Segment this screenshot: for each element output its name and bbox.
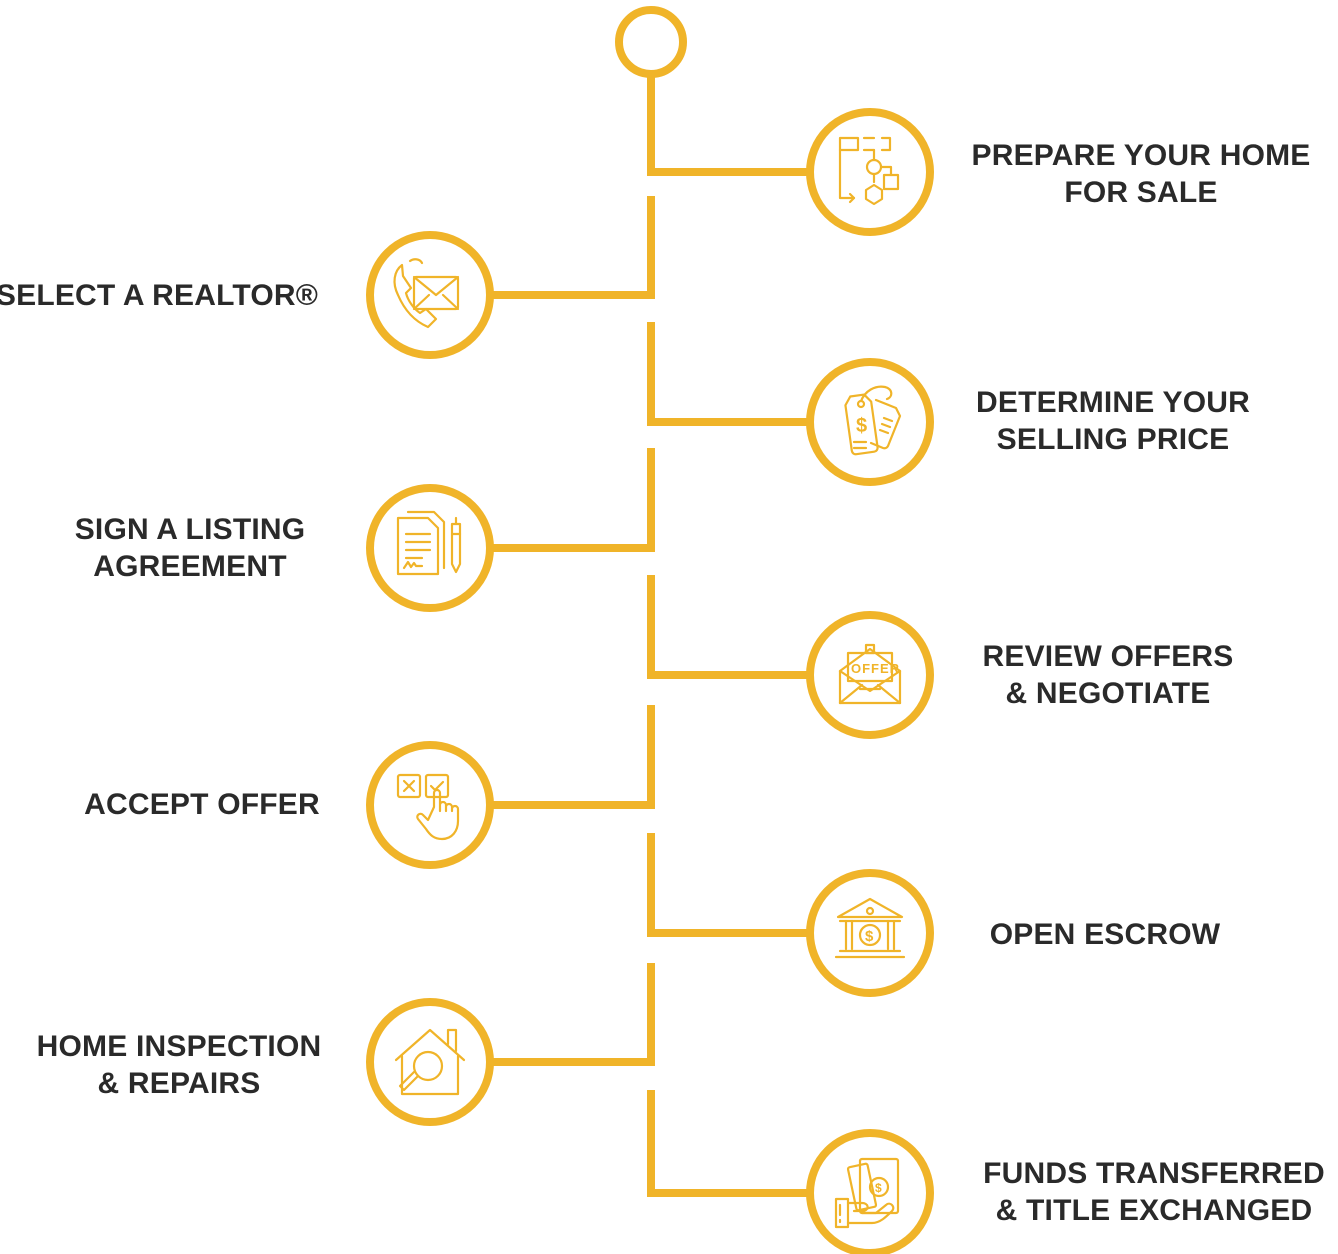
timeline-connector: [490, 705, 655, 809]
step-label-line: PREPARE YOUR HOME: [971, 139, 1311, 172]
step-circle: [806, 1129, 934, 1254]
timeline-connector: [490, 448, 655, 552]
price-tag-icon: $: [844, 385, 902, 456]
step-label-line: & REPAIRS: [97, 1067, 261, 1100]
step-label: ACCEPT OFFER: [84, 786, 320, 823]
phone-mail-icon: [393, 258, 460, 329]
step-label-line: SIGN A LISTING: [74, 513, 306, 546]
step-label-line: REVIEW OFFERS: [982, 640, 1234, 673]
svg-text:$: $: [865, 928, 874, 945]
timeline-connector: [647, 575, 810, 679]
step-label-line: HOME INSPECTION: [36, 1030, 322, 1063]
flowchart-icon: [838, 136, 900, 206]
step-label-line: SELLING PRICE: [996, 423, 1230, 456]
svg-text:OFFER: OFFER: [851, 661, 900, 676]
offer-envelope-icon: OFFER: [838, 643, 902, 705]
timeline-connector: [490, 963, 655, 1066]
timeline-connector: [647, 70, 810, 176]
step-circle: [366, 484, 494, 612]
step-label: SIGN A LISTING AGREEMENT: [75, 511, 306, 585]
bank-icon: $: [834, 897, 906, 959]
step-circle: [366, 998, 494, 1126]
checkbox-choice-icon: [396, 773, 460, 841]
step-circle: [806, 358, 934, 486]
step-label: FUNDS TRANSFERRED & TITLE EXCHANGED: [983, 1155, 1325, 1229]
svg-text:$: $: [856, 415, 867, 437]
timeline-connectors: [490, 70, 810, 1197]
step-label: HOME INSPECTION & REPAIRS: [37, 1028, 322, 1102]
timeline-connector: [647, 833, 810, 937]
step-circle: [806, 611, 934, 739]
step-label-line: & NEGOTIATE: [1005, 677, 1211, 710]
step-label: OPEN ESCROW: [990, 916, 1221, 953]
step-label-line: DETERMINE YOUR: [976, 386, 1250, 419]
step-label-line: AGREEMENT: [93, 550, 287, 583]
timeline-connector: [647, 322, 810, 426]
timeline-connector: [490, 196, 655, 299]
step-label-line: FOR SALE: [1064, 176, 1218, 209]
step-label-line: FUNDS TRANSFERRED: [983, 1157, 1325, 1190]
step-label: REVIEW OFFERS & NEGOTIATE: [983, 638, 1234, 712]
step-label-line: & TITLE EXCHANGED: [995, 1194, 1313, 1227]
step-label: SELECT A REALTOR®: [0, 277, 318, 314]
timeline-start-circle: [615, 6, 687, 78]
step-label-line: SELECT A REALTOR®: [0, 279, 319, 312]
step-label-line: ACCEPT OFFER: [84, 788, 320, 821]
step-circles: $ OFFER: [366, 108, 934, 1254]
document-signing-icon: [396, 510, 462, 576]
step-label: DETERMINE YOUR SELLING PRICE: [976, 384, 1250, 458]
step-label-line: OPEN ESCROW: [989, 918, 1221, 951]
svg-text:$: $: [875, 1181, 882, 1195]
timeline-connector: [647, 1090, 810, 1197]
step-circle: [806, 869, 934, 997]
step-label: PREPARE YOUR HOME FOR SALE: [971, 137, 1310, 211]
step-circle: [366, 741, 494, 869]
money-hand-icon: $: [834, 1157, 900, 1229]
house-inspection-icon: [394, 1028, 466, 1096]
